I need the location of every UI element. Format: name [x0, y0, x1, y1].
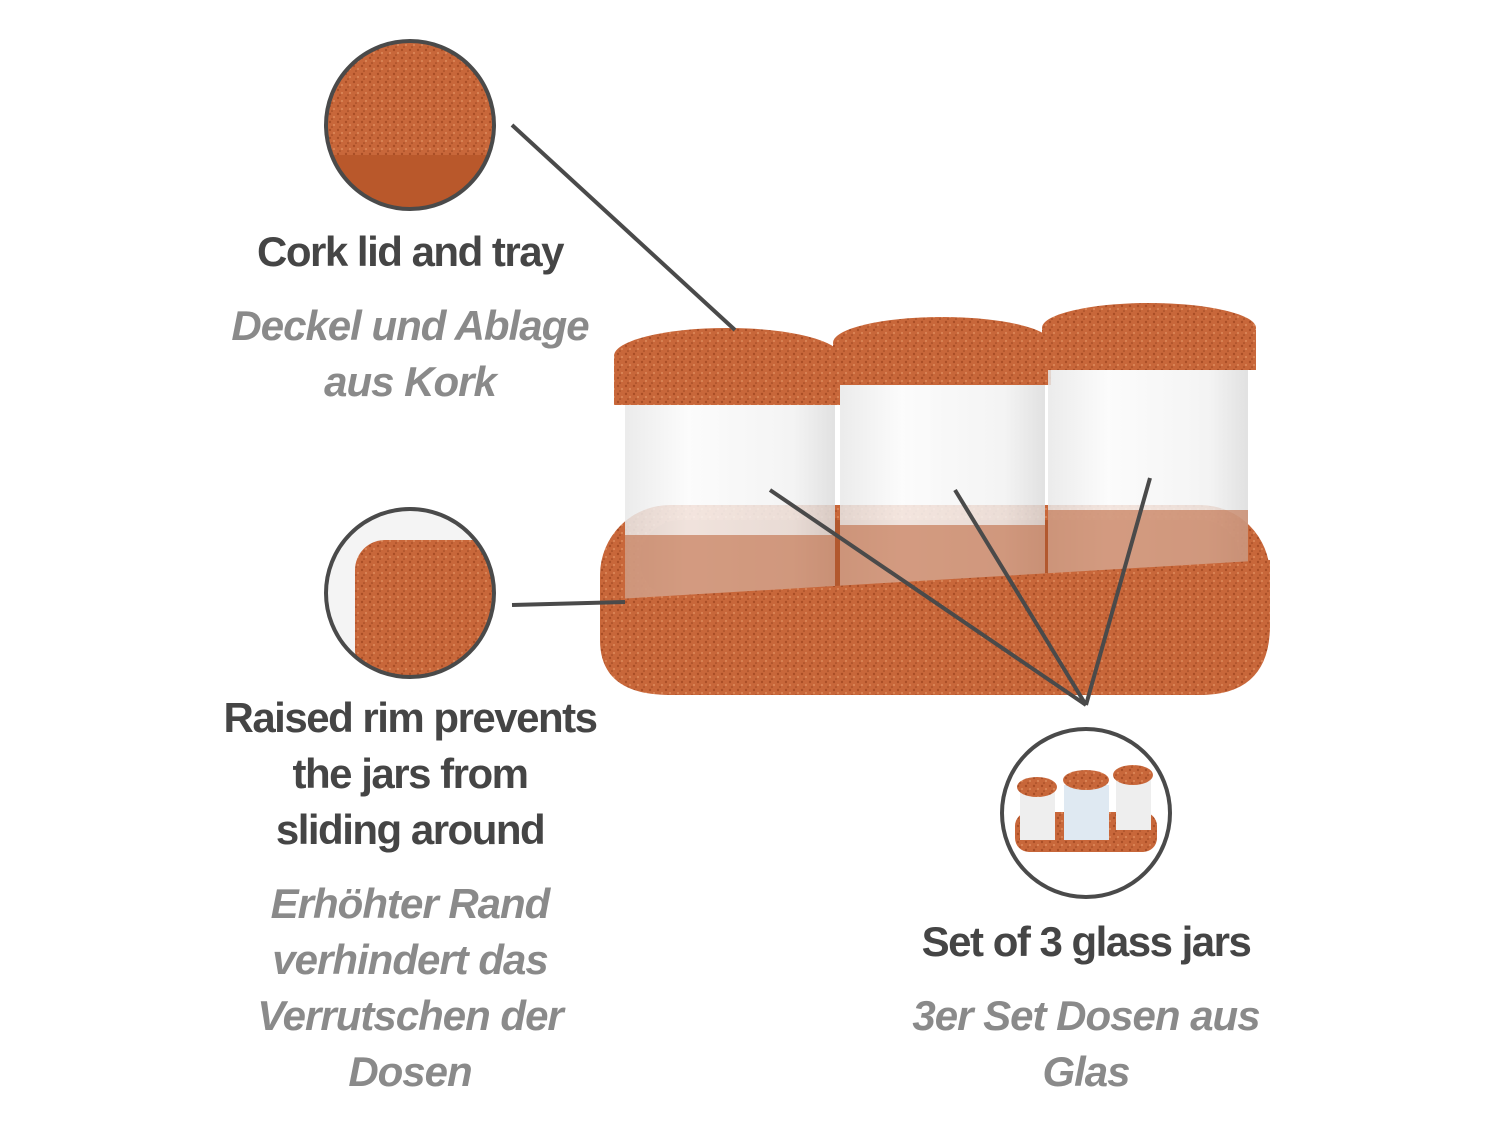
rim-callout: Raised rim prevents the jars from slidin…	[223, 690, 598, 1100]
rim-german-line-3: Verrutschen der	[257, 992, 564, 1039]
glass-jar-3	[1042, 303, 1256, 575]
rim-german-line-1: Erhöhter Rand	[270, 880, 551, 927]
jar-set-detail-circle	[1000, 727, 1172, 899]
set-german-line-1: 3er Set Dosen aus	[912, 992, 1260, 1039]
lid-callout: Cork lid and tray Deckel und Ablage aus …	[231, 224, 589, 410]
raised-rim-detail-circle	[324, 507, 496, 679]
lid-german-line-1: Deckel und Ablage	[231, 302, 589, 349]
leader-lines	[510, 123, 1152, 707]
rim-title-line-3: sliding around	[275, 806, 546, 853]
glass-jar-2	[833, 317, 1051, 590]
set-german-line-2: Glas	[1042, 1048, 1130, 1095]
rim-title-line-2: the jars from	[292, 750, 529, 797]
tray-rim	[600, 560, 1270, 695]
rim-german-line-2: verhindert das	[272, 936, 548, 983]
rim-title-line-1: Raised rim prevents	[223, 694, 598, 741]
set-callout: Set of 3 glass jars 3er Set Dosen aus Gl…	[912, 914, 1260, 1100]
lid-title: Cork lid and tray	[257, 228, 564, 275]
cork-lid-detail-circle	[324, 39, 496, 211]
set-title: Set of 3 glass jars	[921, 918, 1252, 965]
rim-german-line-4: Dosen	[348, 1048, 472, 1095]
glass-jar-1	[614, 328, 840, 600]
lid-german-line-2: aus Kork	[324, 358, 497, 405]
